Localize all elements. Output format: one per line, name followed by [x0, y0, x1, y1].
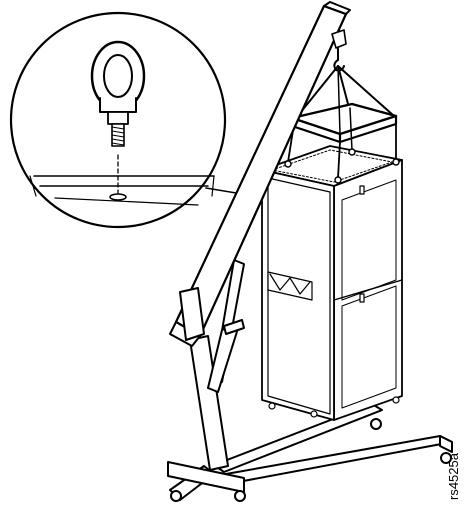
caster-back-right: [370, 418, 382, 430]
crane-hook: [333, 47, 345, 72]
lifting-sling: [284, 47, 400, 184]
hoist-base: [167, 403, 453, 502]
rack-latch-lower: [359, 293, 365, 303]
detail-surface: [29, 175, 215, 206]
hoist-boom: [169, 1, 351, 347]
eyebolt: [90, 40, 146, 147]
threaded-hole: [109, 193, 127, 201]
hoist-mast: [189, 259, 245, 471]
caster-left: [170, 490, 182, 502]
figure-id-label: rs4525a: [446, 453, 461, 500]
eyebolt-detail-callout: [9, 11, 297, 229]
rack-vent: [267, 271, 313, 301]
caster-front-right: [440, 452, 452, 464]
rack-latch-upper: [359, 185, 365, 195]
caster-center: [234, 490, 246, 502]
rack-cabinet: [261, 145, 403, 421]
